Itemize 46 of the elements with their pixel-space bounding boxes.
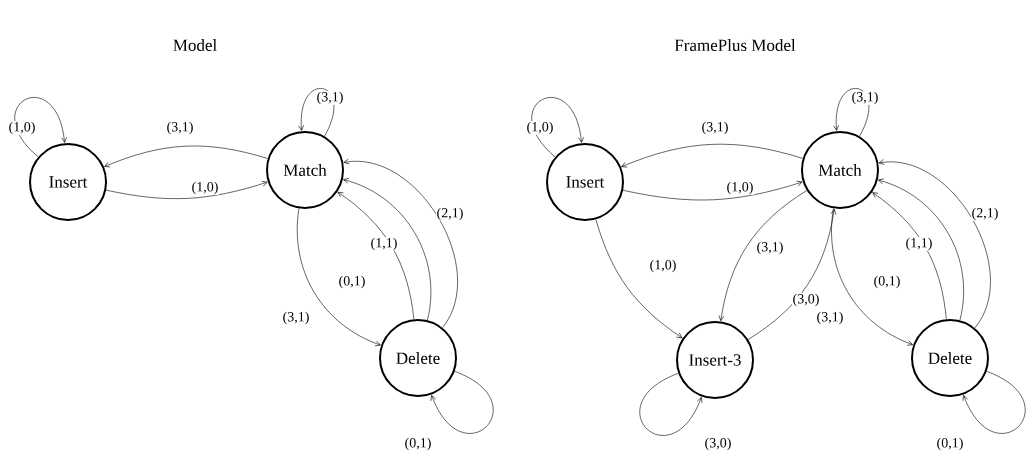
edge-label: (2,1) bbox=[436, 207, 464, 221]
edge-label: (3,1) bbox=[701, 121, 729, 135]
arrow bbox=[430, 371, 494, 434]
arrow bbox=[878, 159, 991, 329]
arrow bbox=[622, 180, 803, 201]
arrow bbox=[718, 190, 808, 322]
arrow bbox=[104, 145, 269, 168]
arrow bbox=[831, 208, 913, 346]
edge-label: (0,1) bbox=[404, 437, 432, 451]
edge-label: (3,0) bbox=[792, 293, 820, 307]
edge-label: (2,1) bbox=[971, 207, 999, 221]
edge-label: (1,0) bbox=[191, 181, 219, 195]
edge-label: (3,1) bbox=[756, 241, 784, 255]
arrow bbox=[297, 208, 381, 347]
edge-label: (0,1) bbox=[936, 437, 964, 451]
edge-label: (1,0) bbox=[649, 259, 677, 273]
arrow bbox=[639, 373, 703, 436]
arrow bbox=[595, 219, 683, 339]
arrow bbox=[747, 208, 837, 340]
edge-label: (3,1) bbox=[851, 91, 879, 105]
heading: Model bbox=[173, 39, 217, 51]
arrow bbox=[872, 192, 947, 320]
arrow bbox=[343, 178, 432, 321]
heading: FramePlus Model bbox=[674, 39, 796, 51]
arrow bbox=[621, 143, 804, 168]
arrow bbox=[531, 97, 584, 158]
arrow bbox=[833, 88, 869, 137]
edge-label: (3,1) bbox=[816, 311, 844, 325]
arrow bbox=[105, 181, 268, 199]
arrow bbox=[14, 97, 67, 158]
arrow bbox=[878, 178, 964, 321]
arrow bbox=[337, 191, 415, 320]
arrow bbox=[962, 371, 1026, 434]
edge-label: (3,1) bbox=[166, 121, 194, 135]
edge-label: (3,1) bbox=[282, 311, 310, 325]
arrow bbox=[298, 88, 334, 137]
edge-label: (3,0) bbox=[704, 437, 732, 451]
edge-label: (1,1) bbox=[905, 237, 933, 251]
arrow bbox=[343, 158, 458, 328]
edge-label: (0,1) bbox=[338, 275, 366, 289]
edge-label: (1,0) bbox=[726, 181, 754, 195]
edge-label: (0,1) bbox=[873, 275, 901, 289]
edge-label: (1,0) bbox=[8, 121, 36, 135]
edge-label: (1,0) bbox=[526, 121, 554, 135]
edge-label: (3,1) bbox=[316, 91, 344, 105]
edge-label: (1,1) bbox=[370, 237, 398, 251]
